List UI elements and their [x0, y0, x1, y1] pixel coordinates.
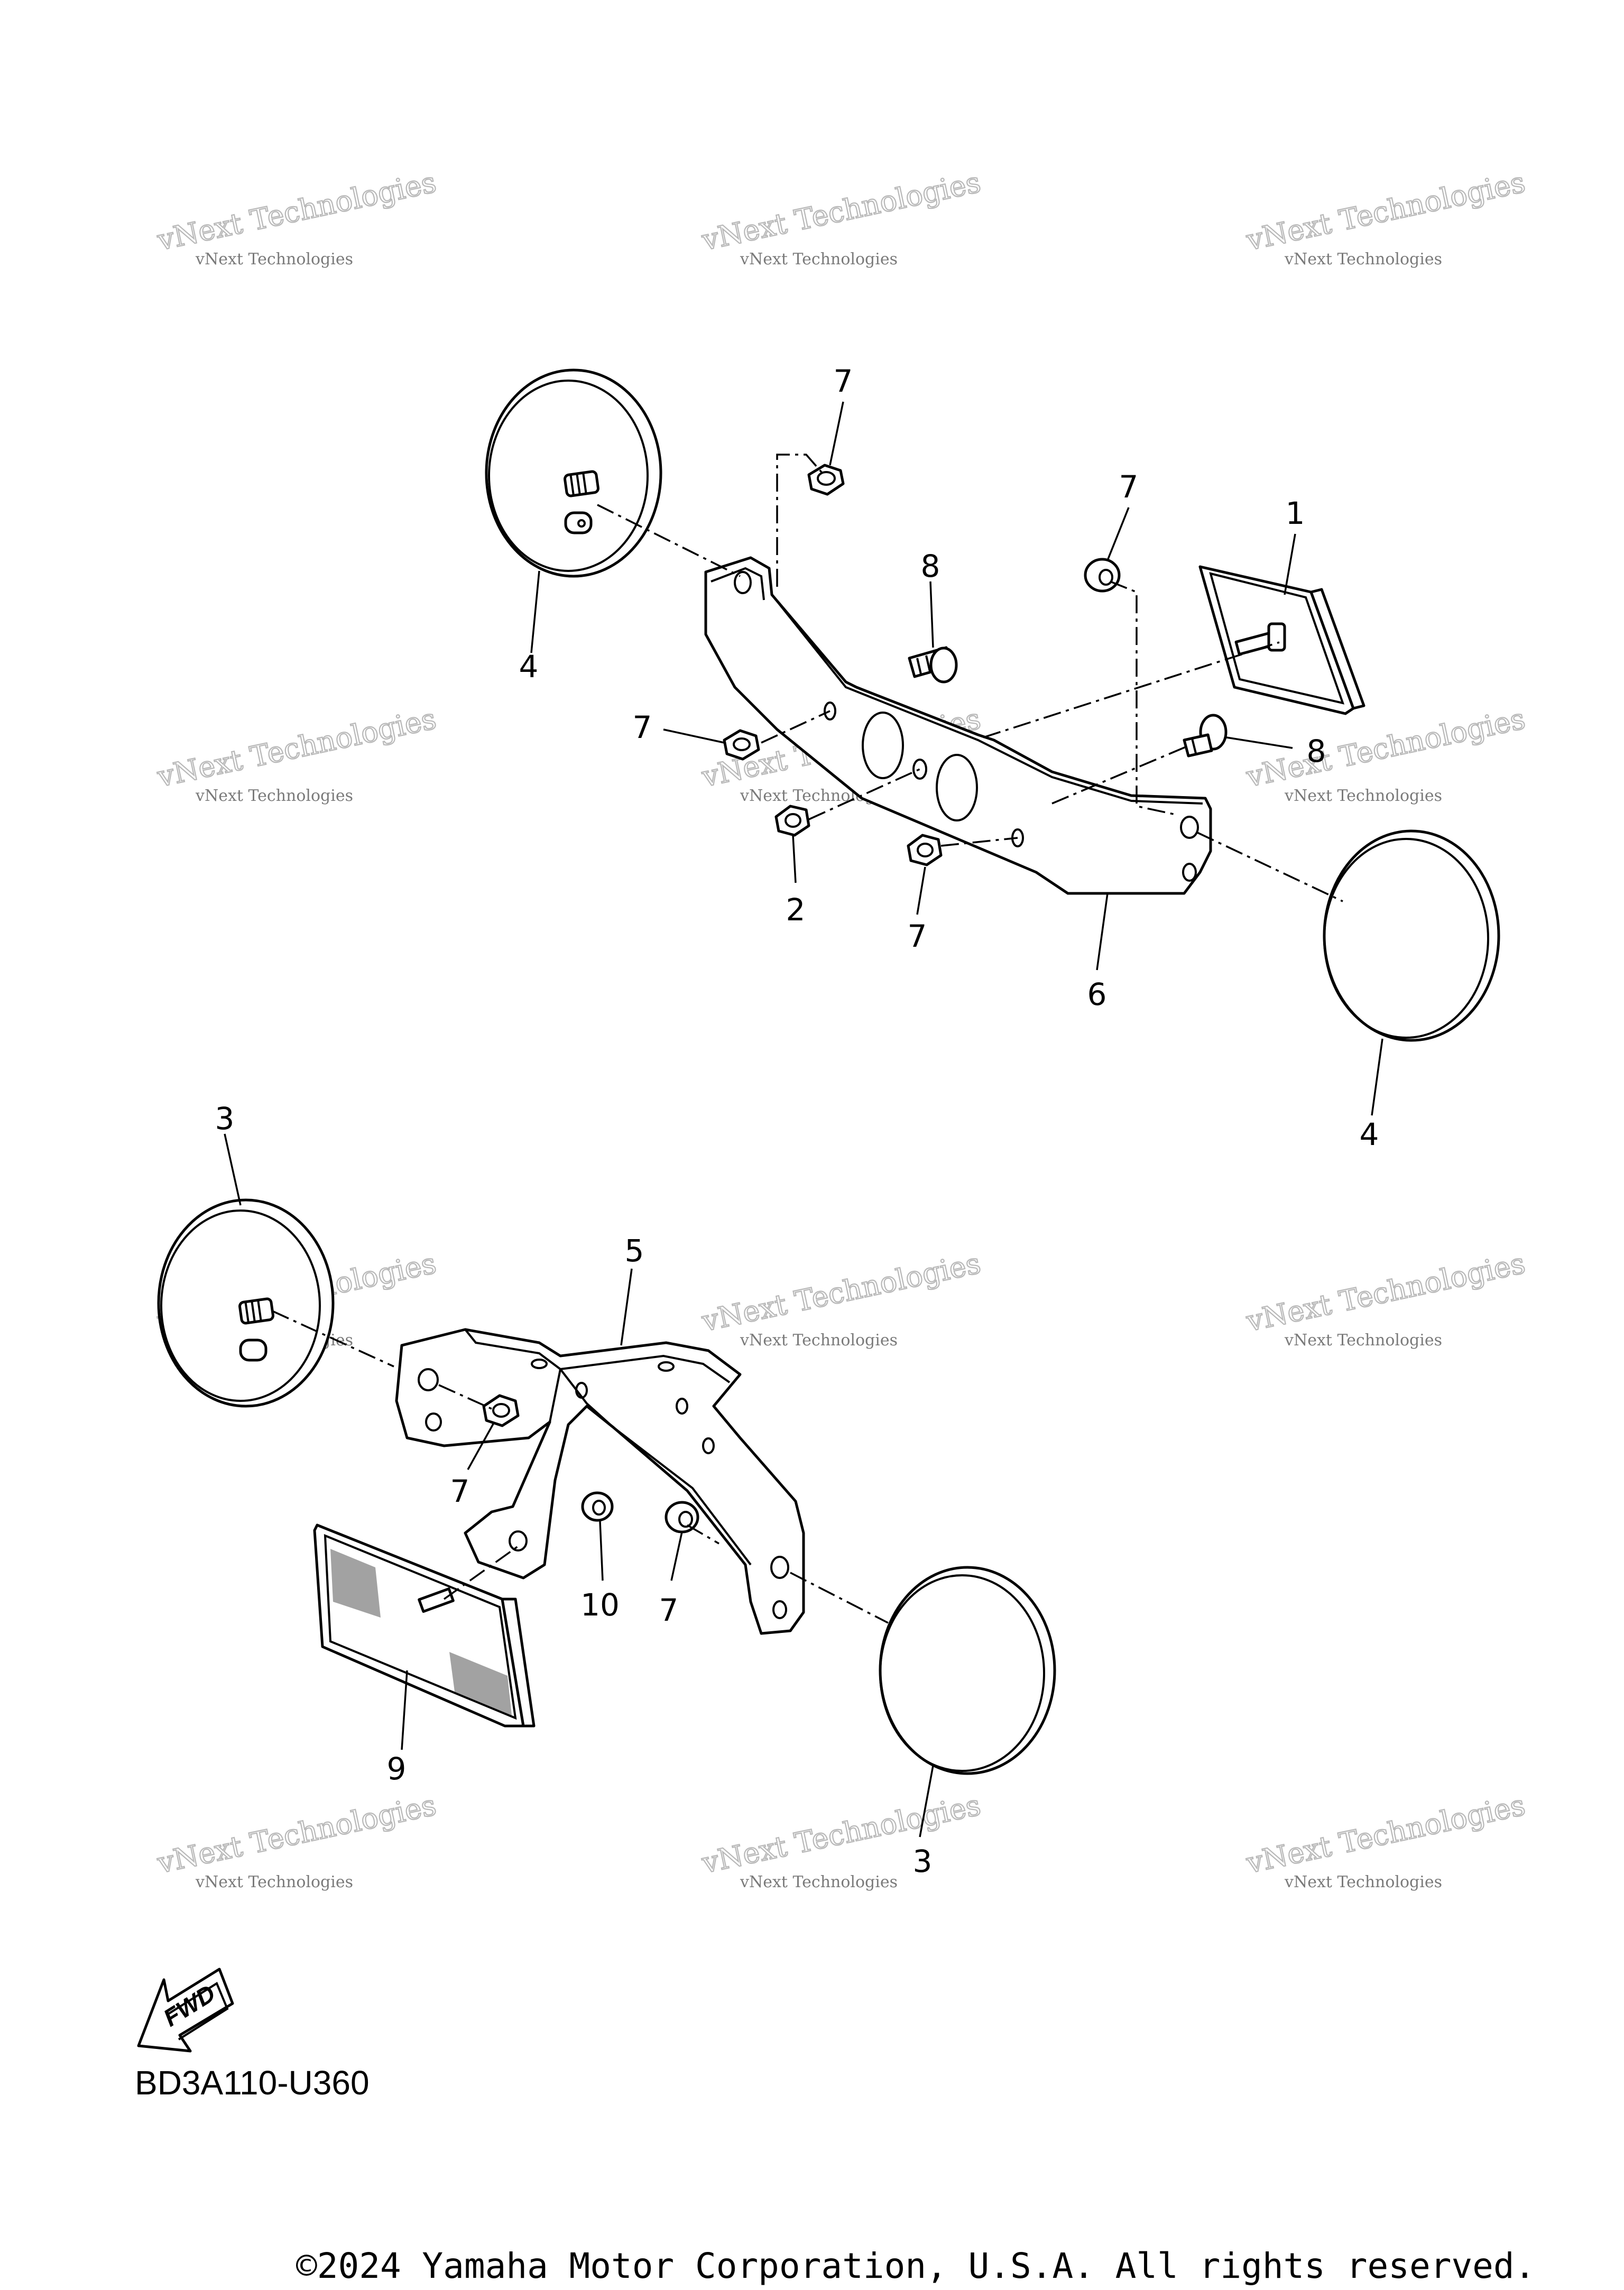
callout-8: 8 [1307, 733, 1326, 769]
watermark: vNext Technologies vNext Technologies [698, 1246, 984, 1350]
leader-lines [224, 401, 1383, 1837]
callout-9: 9 [387, 1751, 407, 1787]
diagram-code: BD3A110-U360 [135, 2064, 370, 2102]
callout-7: 7 [450, 1473, 470, 1509]
watermark-small-text: vNext Technologies [1284, 1331, 1442, 1350]
assembly-lines-upper [597, 454, 1343, 902]
watermark: vNext Technologies vNext Technologies [1243, 165, 1529, 269]
callout-2: 2 [786, 892, 806, 928]
license-light-1 [1198, 565, 1365, 715]
bolt-8-right [1183, 714, 1228, 758]
callout-3: 3 [215, 1101, 235, 1137]
watermark-small-text: vNext Technologies [195, 787, 353, 805]
watermark: vNext Technologies vNext Technologies [1243, 1788, 1529, 1891]
watermark-small-text: vNext Technologies [1284, 787, 1442, 805]
callout-8: 8 [921, 548, 940, 584]
washer-10 [581, 1491, 614, 1522]
reflector-bracket-6 [704, 556, 1212, 895]
watermark: vNext Technologies vNext Technologies [1243, 1246, 1529, 1350]
rect-reflector-9 [313, 1523, 536, 1728]
nut-2 [774, 805, 810, 837]
callouts: 1 2 3 3 4 4 5 6 7 7 7 7 7 7 8 8 9 10 [215, 363, 1379, 1879]
watermark-large-text: vNext Technologies [699, 165, 984, 257]
callout-5: 5 [625, 1233, 644, 1269]
watermark-small-text: vNext Technologies [740, 1873, 898, 1891]
round-reflector-4-left [485, 368, 662, 578]
watermark: vNext Technologies vNext Technologies [698, 165, 984, 269]
watermark-small-text: vNext Technologies [1284, 250, 1442, 269]
callout-1: 1 [1286, 495, 1305, 531]
watermark-small-text: vNext Technologies [1284, 1873, 1442, 1891]
watermark-large-text: vNext Technologies [1243, 1788, 1528, 1880]
watermark-small-text: vNext Technologies [740, 1331, 898, 1350]
watermark: vNext Technologies vNext Technologies [154, 1788, 440, 1891]
watermark: vNext Technologies vNext Technologies [154, 701, 440, 805]
assembly-lines-lower [272, 1310, 889, 1624]
watermark: vNext Technologies vNext Technologies [154, 165, 440, 269]
callout-4: 4 [519, 649, 539, 685]
watermark-large-text: vNext Technologies [699, 1788, 984, 1880]
callout-7: 7 [1119, 469, 1139, 505]
nut-7-left [723, 729, 760, 761]
watermark: vNext Technologies vNext Technologies [698, 1788, 984, 1891]
watermark-large-text: vNext Technologies [154, 1788, 439, 1880]
watermark-large-text: vNext Technologies [154, 165, 439, 257]
watermark-small-text: vNext Technologies [195, 1873, 353, 1891]
watermark-large-text: vNext Technologies [699, 1246, 984, 1338]
watermark-large-text: vNext Technologies [1243, 165, 1528, 257]
callout-7: 7 [659, 1592, 679, 1628]
callout-7: 7 [633, 709, 652, 745]
callout-10: 10 [580, 1587, 620, 1623]
nut-7-lower-left [482, 1394, 520, 1427]
watermark: vNext Technologies vNext Technologies [1243, 701, 1529, 805]
fwd-arrow-icon: FWD [137, 1968, 234, 2053]
watermark-small-text: vNext Technologies [740, 250, 898, 269]
watermark-large-text: vNext Technologies [154, 702, 439, 793]
bolt-8-upper [908, 646, 958, 684]
callout-3: 3 [913, 1843, 933, 1879]
washer-nut-7-upper-right [1084, 558, 1121, 593]
round-reflector-4-right [1323, 829, 1500, 1042]
callout-7: 7 [908, 918, 927, 954]
watermark-small-text: vNext Technologies [195, 250, 353, 269]
callout-4: 4 [1360, 1116, 1379, 1152]
nut-7-top [807, 464, 845, 496]
round-reflector-3-right [879, 1566, 1056, 1775]
round-reflector-3-left [157, 1198, 335, 1408]
callout-6: 6 [1087, 976, 1107, 1012]
watermark-large-text: vNext Technologies [1243, 1246, 1528, 1338]
nut-7-bottom [907, 834, 943, 866]
callout-7: 7 [834, 363, 853, 399]
copyright-notice: ©2024 Yamaha Motor Corporation, U.S.A. A… [296, 2246, 1536, 2286]
